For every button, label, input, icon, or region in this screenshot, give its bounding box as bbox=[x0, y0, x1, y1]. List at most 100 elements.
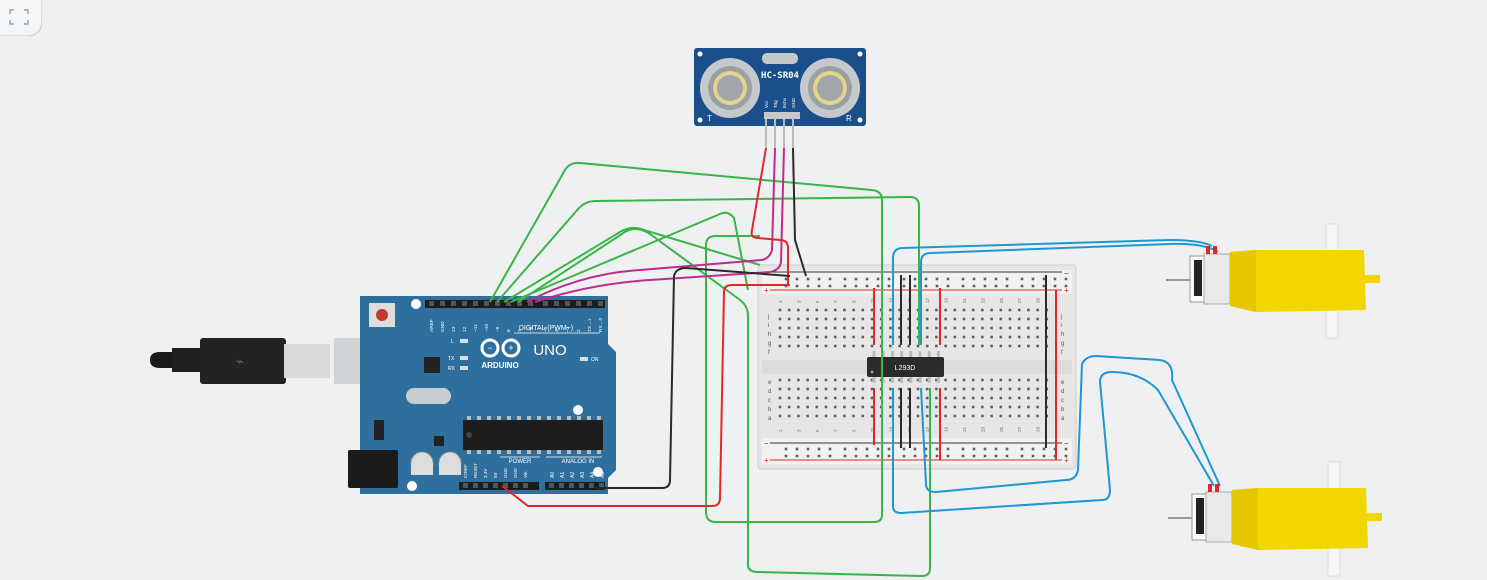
rail-hole bbox=[843, 454, 847, 458]
breadboard-hole bbox=[1027, 405, 1030, 409]
rail-hole bbox=[913, 447, 917, 451]
rail-hole bbox=[865, 284, 869, 288]
breadboard-hole bbox=[815, 335, 819, 339]
breadboard-hole bbox=[1017, 378, 1021, 382]
breadboard-hole bbox=[778, 308, 782, 312]
breadboard-hole bbox=[843, 378, 846, 382]
rail-hole bbox=[983, 454, 987, 458]
mcu-pin bbox=[567, 416, 571, 420]
sensor-pin-labels: Vcc Trig Echo GND bbox=[764, 97, 796, 108]
receiver bbox=[800, 58, 860, 118]
column-number: 13 bbox=[888, 297, 893, 303]
digital-header-pins[interactable] bbox=[429, 301, 604, 488]
rail-hole bbox=[817, 277, 821, 281]
header-pin-label: ~10 bbox=[484, 324, 490, 332]
rail-hole bbox=[972, 277, 976, 281]
breadboard-hole bbox=[916, 387, 920, 391]
breadboard-hole bbox=[925, 308, 929, 312]
rail-hole bbox=[946, 454, 950, 458]
breadboard-hole bbox=[944, 317, 947, 321]
breadboard-hole bbox=[861, 344, 865, 348]
rail-hole bbox=[1064, 277, 1068, 281]
breadboard-hole bbox=[806, 308, 809, 312]
svg-text:d: d bbox=[768, 389, 771, 395]
breadboard-hole bbox=[870, 405, 874, 409]
rail-minus-label-bottom-right: − bbox=[1064, 439, 1069, 448]
header-pin bbox=[549, 483, 554, 488]
rail-hole bbox=[946, 447, 950, 451]
breadboard-hole bbox=[778, 414, 782, 418]
breadboard-hole bbox=[935, 344, 938, 348]
breadboard-hole bbox=[981, 387, 984, 391]
arduino-model: UNO bbox=[533, 342, 566, 359]
breadboard-hole bbox=[778, 378, 782, 382]
breadboard-hole bbox=[787, 344, 791, 348]
breadboard-hole bbox=[962, 396, 966, 400]
breadboard-hole bbox=[1036, 326, 1039, 330]
svg-text:b: b bbox=[768, 407, 772, 413]
chip-pin bbox=[881, 351, 885, 358]
breadboard-hole bbox=[999, 317, 1003, 321]
breadboard-hole bbox=[999, 335, 1003, 339]
led-rx-label: RX bbox=[448, 366, 456, 372]
rail-hole bbox=[1042, 277, 1046, 281]
breadboard-hole bbox=[907, 335, 911, 339]
fullscreen-button[interactable] bbox=[0, 0, 43, 37]
header-pin-label: ~11 bbox=[473, 324, 479, 332]
dc-motor-bottom[interactable] bbox=[1168, 461, 1382, 577]
breadboard-hole bbox=[898, 326, 901, 330]
breadboard-hole bbox=[852, 387, 855, 391]
breadboard-hole bbox=[990, 335, 993, 339]
breadboard-hole bbox=[925, 344, 929, 348]
rail-hole bbox=[913, 277, 917, 281]
rail-hole bbox=[972, 447, 976, 451]
rail-hole bbox=[887, 454, 891, 458]
chip-pin bbox=[872, 376, 876, 383]
breadboard-hole bbox=[1027, 414, 1030, 418]
mcu-pin bbox=[487, 450, 491, 454]
breadboard-hole bbox=[935, 335, 938, 339]
breadboard-hole bbox=[944, 396, 947, 400]
breadboard-hole bbox=[898, 335, 901, 339]
column-number: 17 bbox=[925, 426, 930, 432]
header-pin-label: AREF bbox=[429, 319, 435, 332]
rail-plus-label-bottom-right: + bbox=[1064, 456, 1069, 465]
chip-pin bbox=[918, 376, 922, 383]
header-pin bbox=[559, 483, 564, 488]
rail-hole bbox=[828, 277, 832, 281]
column-number: 9 bbox=[852, 429, 857, 432]
breadboard-jumpers[interactable] bbox=[873, 275, 1057, 460]
rail-hole bbox=[828, 447, 832, 451]
rail-hole bbox=[1005, 447, 1009, 451]
breadboard-hole bbox=[861, 378, 865, 382]
breadboard-hole bbox=[1017, 396, 1021, 400]
breadboard-hole bbox=[852, 317, 855, 321]
breadboard-hole bbox=[852, 378, 855, 382]
wires[interactable] bbox=[489, 147, 1221, 577]
rail-hole bbox=[876, 447, 880, 451]
dc-motor-top[interactable] bbox=[1166, 223, 1380, 339]
breadboard-hole bbox=[1017, 326, 1021, 330]
ultrasonic-sensor[interactable]: HC-SR04 T R Vcc Trig Echo GND bbox=[694, 48, 866, 148]
svg-text:j: j bbox=[767, 314, 769, 320]
rail-hole bbox=[854, 447, 858, 451]
header-pin bbox=[440, 301, 445, 306]
breadboard-row-letters-top: j i h g f j i h g f bbox=[767, 314, 1064, 356]
breadboard-hole bbox=[889, 344, 892, 348]
rail-hole bbox=[913, 284, 917, 288]
svg-text:c: c bbox=[1061, 398, 1064, 404]
motor-driver-chip[interactable]: L293D bbox=[867, 351, 944, 383]
breadboard-hole bbox=[778, 317, 782, 321]
mcu-pin bbox=[547, 416, 551, 420]
rail-hole bbox=[806, 454, 810, 458]
reset-button[interactable] bbox=[376, 309, 388, 321]
breadboard-hole bbox=[1017, 317, 1021, 321]
breadboard-hole bbox=[843, 326, 846, 330]
usb-icon: ⌁ bbox=[236, 353, 244, 369]
breadboard-hole bbox=[907, 308, 911, 312]
mcu-pin bbox=[497, 416, 501, 420]
header-pin bbox=[569, 483, 574, 488]
breadboard-row-letters-bottom: e d c b a e d c b a bbox=[768, 380, 1065, 422]
